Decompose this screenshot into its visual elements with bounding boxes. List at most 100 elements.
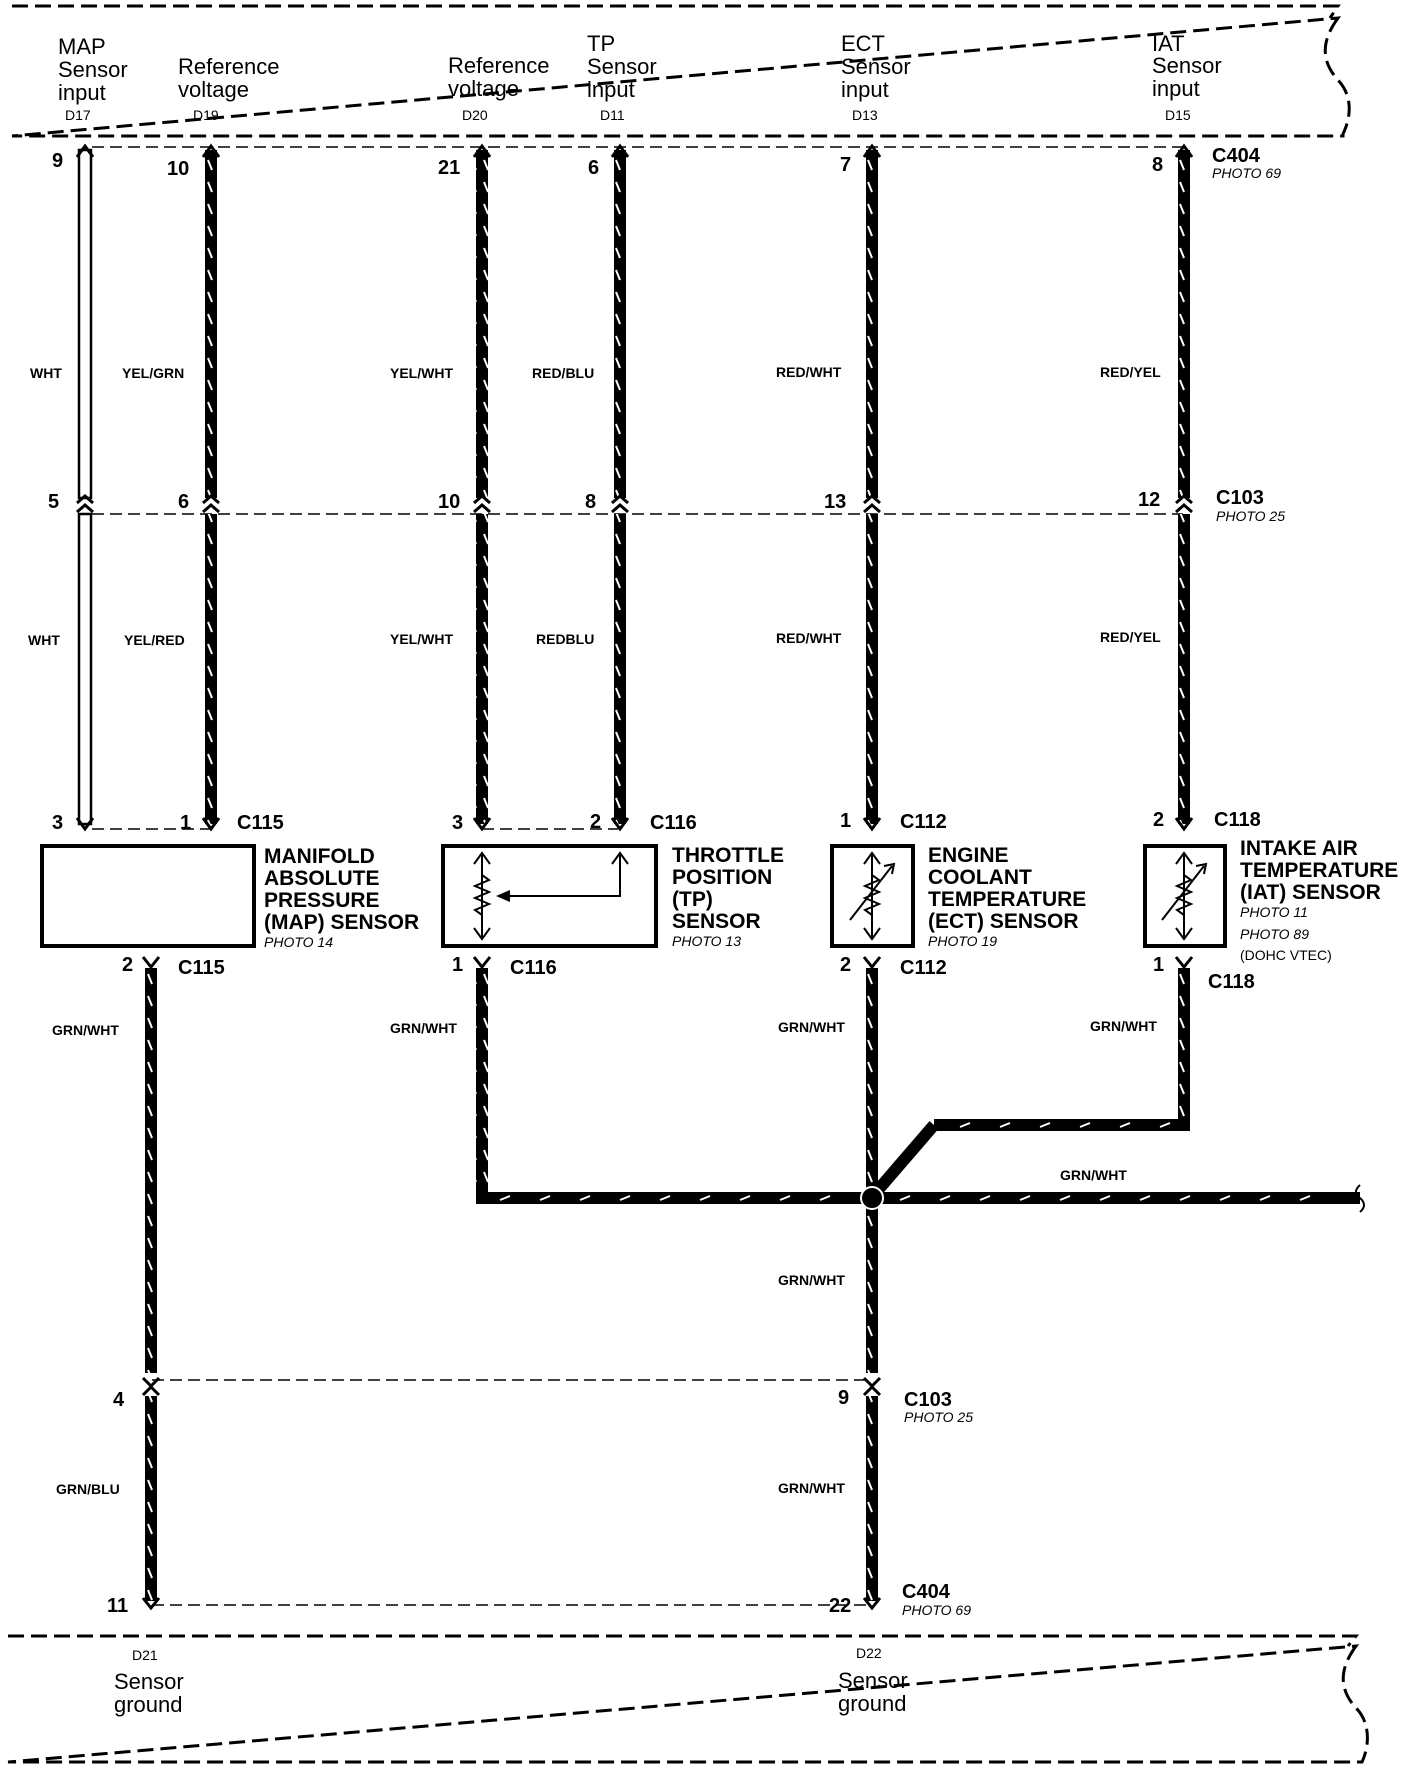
- wire-colors-ground: GRN/WHT GRN/WHT GRN/WHT GRN/WHT GRN/WHT …: [52, 1018, 1157, 1497]
- svg-text:PHOTO 25: PHOTO 25: [1216, 508, 1285, 524]
- svg-text:2: 2: [840, 954, 851, 976]
- svg-text:(TP): (TP): [672, 888, 713, 911]
- svg-text:1: 1: [180, 812, 191, 834]
- svg-text:Reference: Reference: [448, 53, 550, 78]
- connector-dashes: [92, 146, 1183, 1606]
- svg-text:YEL/RED: YEL/RED: [124, 632, 185, 648]
- svg-text:1: 1: [840, 810, 851, 832]
- svg-text:Sensor: Sensor: [587, 54, 657, 79]
- pins-sensor-top: 3 1 3 2 1 2: [52, 809, 1164, 834]
- svg-text:1: 1: [452, 954, 463, 976]
- svg-text:9: 9: [838, 1387, 849, 1409]
- connector-c112-bottom: C112: [900, 957, 947, 979]
- svg-text:21: 21: [438, 157, 460, 179]
- svg-text:PHOTO 25: PHOTO 25: [904, 1409, 973, 1425]
- connector-c116-top: C116: [650, 812, 697, 834]
- svg-text:(ECT) SENSOR: (ECT) SENSOR: [928, 910, 1079, 933]
- svg-text:MANIFOLD: MANIFOLD: [264, 845, 375, 868]
- ect-sensor-label: ENGINE COOLANT TEMPERATURE (ECT) SENSOR …: [928, 844, 1086, 949]
- map-sensor-box: [40, 844, 256, 948]
- svg-text:PHOTO 13: PHOTO 13: [672, 933, 741, 949]
- pins-sensor-bottom: 2 1 2 1: [122, 954, 1164, 976]
- wire-colors-upper: WHT YEL/GRN YEL/WHT RED/BLU RED/WHT RED/…: [30, 364, 1161, 381]
- svg-text:IAT: IAT: [1152, 31, 1185, 56]
- connector-c118-top: C118: [1214, 809, 1261, 831]
- svg-text:YEL/GRN: YEL/GRN: [122, 365, 184, 381]
- pins-c404-bottom: 11 22: [107, 1595, 851, 1617]
- connector-c404-bottom: C404 PHOTO 69: [902, 1581, 971, 1618]
- svg-text:PHOTO 19: PHOTO 19: [928, 933, 997, 949]
- connector-c115-bottom: C115: [178, 957, 225, 979]
- svg-text:ground: ground: [838, 1691, 907, 1716]
- svg-text:GRN/WHT: GRN/WHT: [390, 1020, 457, 1036]
- svg-text:Sensor: Sensor: [838, 1668, 908, 1693]
- svg-text:(MAP) SENSOR: (MAP) SENSOR: [264, 911, 419, 934]
- iat-sensor-label: INTAKE AIR TEMPERATURE (IAT) SENSOR PHOT…: [1240, 837, 1398, 963]
- svg-text:2: 2: [590, 811, 601, 833]
- connector-c404-top: C404 PHOTO 69: [1212, 145, 1281, 181]
- svg-text:WHT: WHT: [30, 365, 62, 381]
- pins-c103-bottom: 4 9: [113, 1387, 849, 1411]
- svg-text:10: 10: [167, 158, 189, 180]
- svg-text:input: input: [841, 77, 889, 102]
- svg-text:PHOTO 69: PHOTO 69: [902, 1602, 971, 1618]
- pins-c404-top: 9 10 21 6 7 8: [52, 150, 1163, 180]
- svg-text:2: 2: [1153, 809, 1164, 831]
- wires-middle: [77, 512, 1190, 826]
- svg-text:YEL/WHT: YEL/WHT: [390, 365, 453, 381]
- connector-chevrons: [75, 143, 1194, 1611]
- connector-c116-bottom: C116: [510, 957, 557, 979]
- svg-text:D15: D15: [1165, 107, 1191, 123]
- ecm-top-terminal-iat: IAT Sensor input D15: [1152, 31, 1222, 123]
- svg-text:GRN/WHT: GRN/WHT: [1060, 1167, 1127, 1183]
- svg-text:THROTTLE: THROTTLE: [672, 844, 784, 867]
- svg-text:input: input: [1152, 76, 1200, 101]
- svg-text:ECT: ECT: [841, 31, 885, 56]
- svg-text:8: 8: [585, 491, 596, 513]
- svg-text:TP: TP: [587, 31, 615, 56]
- svg-text:input: input: [58, 80, 106, 105]
- ecm-bottom-terminal-d21: D21 Sensor ground: [114, 1647, 184, 1717]
- svg-text:4: 4: [113, 1389, 125, 1411]
- svg-text:D19: D19: [193, 107, 219, 123]
- svg-text:RED/YEL: RED/YEL: [1100, 629, 1161, 645]
- svg-text:6: 6: [178, 491, 189, 513]
- svg-text:22: 22: [829, 1595, 851, 1617]
- svg-text:11: 11: [107, 1595, 128, 1617]
- svg-text:TEMPERATURE: TEMPERATURE: [928, 888, 1086, 911]
- svg-text:Sensor: Sensor: [58, 57, 128, 82]
- ecm-bottom-box: [7, 1634, 1369, 1764]
- svg-text:GRN/WHT: GRN/WHT: [52, 1022, 119, 1038]
- svg-text:voltage: voltage: [448, 76, 519, 101]
- svg-text:voltage: voltage: [178, 77, 249, 102]
- svg-text:3: 3: [52, 812, 63, 834]
- svg-text:D20: D20: [462, 107, 488, 123]
- ecm-top-terminal-tp: TP Sensor input D11: [587, 31, 657, 123]
- svg-text:2: 2: [122, 954, 133, 976]
- ground-wires: [145, 968, 1365, 1601]
- svg-text:RED/YEL: RED/YEL: [1100, 364, 1161, 380]
- connector-c103-top: C103 PHOTO 25: [1216, 487, 1285, 524]
- map-sensor-label: MANIFOLD ABSOLUTE PRESSURE (MAP) SENSOR …: [264, 845, 419, 950]
- svg-text:TEMPERATURE: TEMPERATURE: [1240, 859, 1398, 882]
- svg-text:7: 7: [840, 154, 851, 176]
- svg-text:Sensor: Sensor: [114, 1669, 184, 1694]
- svg-text:COOLANT: COOLANT: [928, 866, 1032, 889]
- svg-text:MAP: MAP: [58, 34, 106, 59]
- ecm-bottom-terminal-d22: D22 Sensor ground: [838, 1645, 908, 1716]
- svg-text:PHOTO 89: PHOTO 89: [1240, 926, 1309, 942]
- svg-text:GRN/BLU: GRN/BLU: [56, 1481, 120, 1497]
- svg-text:9: 9: [52, 150, 63, 172]
- svg-text:3: 3: [452, 812, 463, 834]
- connector-c112-top: C112: [900, 811, 947, 833]
- svg-text:C103: C103: [904, 1389, 952, 1411]
- svg-text:C404: C404: [902, 1581, 951, 1603]
- svg-text:GRN/WHT: GRN/WHT: [1090, 1018, 1157, 1034]
- ecm-top-terminal-ref-d20: Reference voltage D20: [448, 53, 550, 123]
- svg-text:D17: D17: [65, 107, 91, 123]
- svg-text:10: 10: [438, 491, 460, 513]
- svg-text:D13: D13: [852, 107, 878, 123]
- svg-text:RED/BLU: RED/BLU: [532, 365, 594, 381]
- svg-text:INTAKE AIR: INTAKE AIR: [1240, 837, 1358, 860]
